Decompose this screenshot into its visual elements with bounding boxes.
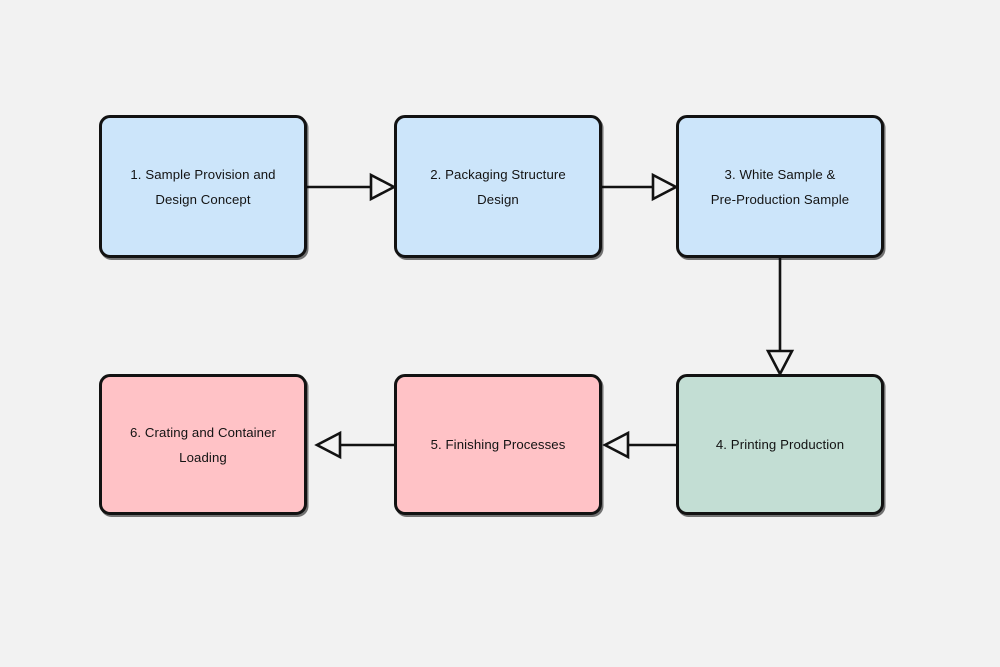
node-step-6-label: 6. Crating and Container Loading	[129, 424, 277, 465]
node-step-5-label: 5. Finishing Processes	[430, 437, 566, 452]
node-step-3[interactable]: 3. White Sample & Pre-Production Sample	[676, 115, 884, 258]
node-step-5[interactable]: 5. Finishing Processes	[394, 374, 602, 515]
edge-step4-step5	[602, 430, 676, 460]
node-step-3-label: 3. White Sample & Pre-Production Sample	[710, 166, 850, 207]
node-step-4[interactable]: 4. Printing Production	[676, 374, 884, 515]
node-step-6[interactable]: 6. Crating and Container Loading	[99, 374, 307, 515]
edge-step5-step6	[314, 430, 394, 460]
node-step-2[interactable]: 2. Packaging Structure Design	[394, 115, 602, 258]
edge-step3-step4	[765, 258, 795, 377]
edge-step1-step2	[307, 172, 397, 202]
node-step-1[interactable]: 1. Sample Provision and Design Concept	[99, 115, 307, 258]
node-step-1-label: 1. Sample Provision and Design Concept	[130, 166, 276, 207]
node-step-2-label: 2. Packaging Structure Design	[430, 166, 566, 207]
node-step-4-label: 4. Printing Production	[715, 437, 845, 452]
edge-step2-step3	[602, 172, 679, 202]
